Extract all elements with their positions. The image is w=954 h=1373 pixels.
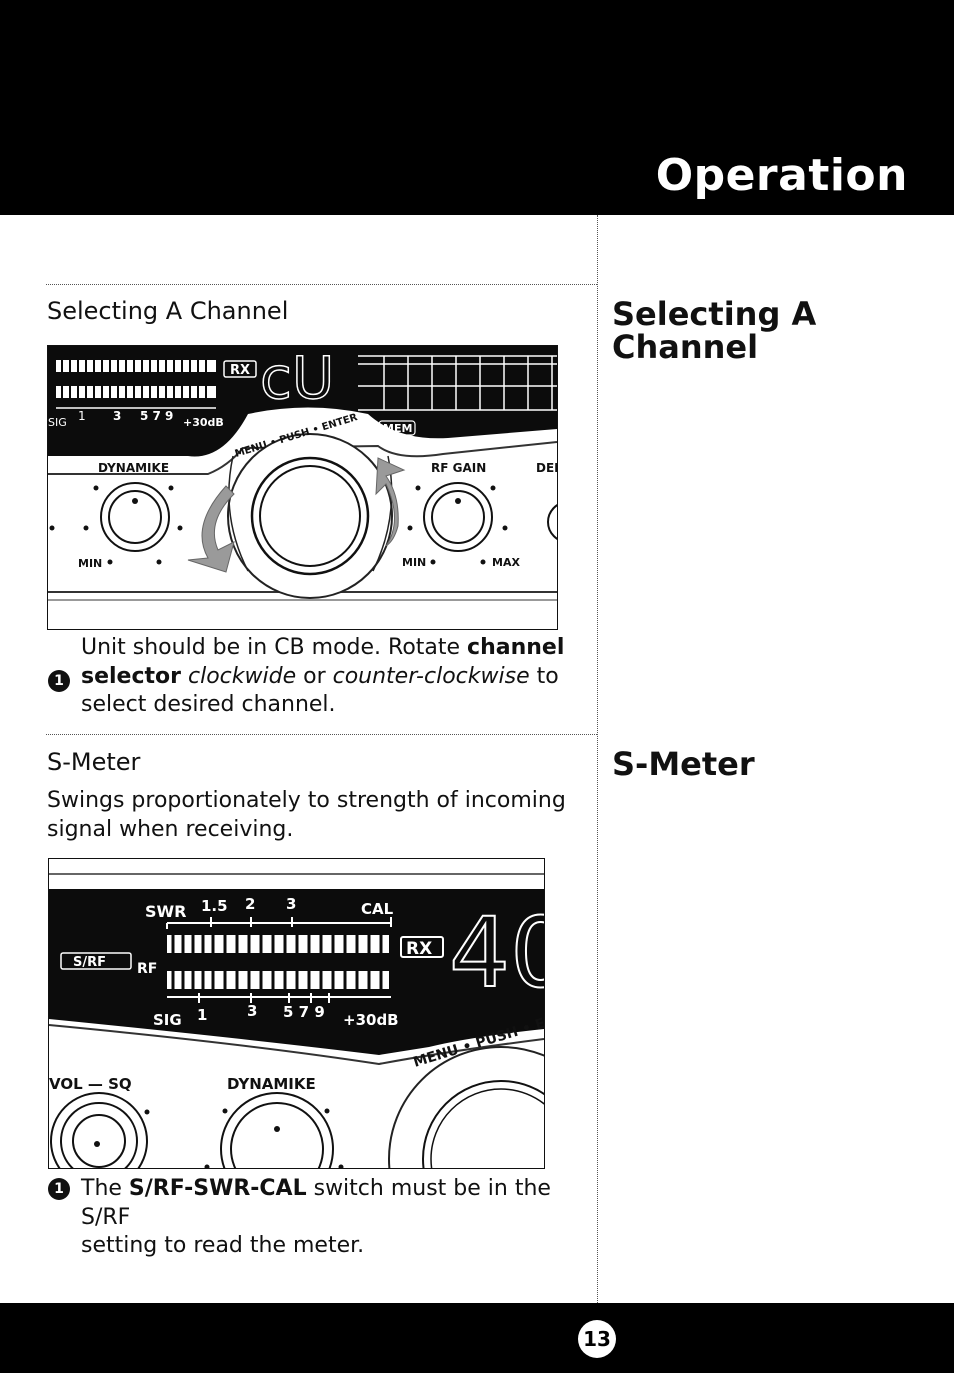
svg-text:RF: RF	[137, 961, 157, 977]
s-rf-switch-indicator	[60, 952, 132, 970]
channel-selector-illustration: SIG 1 3 5 7 9 +30dB RX cU MEM DYNAMIKE R…	[48, 346, 557, 601]
svg-text:5 7 9: 5 7 9	[283, 1003, 325, 1021]
rx-badge	[400, 936, 444, 958]
counter-clockwise-arrow-icon	[187, 485, 235, 573]
svg-text:DEL: DEL	[536, 461, 557, 475]
side-heading-selecting-channel: Selecting A Channel	[612, 295, 817, 366]
dynamike-label: DYNAMIKE	[227, 1075, 316, 1093]
sig-label: SIG	[153, 1011, 182, 1029]
page-number: 13	[578, 1320, 616, 1358]
channel-display: cU	[260, 346, 334, 412]
page-header: Operation	[0, 0, 954, 215]
meter-bars	[56, 360, 216, 409]
dynamike-knob	[220, 1092, 334, 1168]
svg-text:MIN: MIN	[402, 556, 426, 569]
svg-text:S/RF: S/RF	[73, 955, 106, 970]
sig-label: SIG	[48, 416, 67, 429]
channel-selector-knob	[388, 1046, 544, 1168]
s-meter-note: The S/RF-SWR-CAL switch must be in the S…	[81, 1176, 551, 1258]
section-heading-s-meter: S-Meter	[47, 748, 141, 776]
channel-selector-figure: SIG 1 3 5 7 9 +30dB RX cU MEM DYNAMIKE R…	[47, 345, 558, 630]
channel-display: 40	[449, 897, 544, 1009]
svg-text:MAX: MAX	[492, 556, 520, 569]
svg-text:RX: RX	[406, 939, 432, 959]
svg-text:3: 3	[286, 895, 296, 913]
channel-instructions: Unit should be in CB mode. Rotate channe…	[81, 635, 565, 717]
s-meter-illustration: SWR 1.5 2 3 CAL	[49, 873, 544, 1168]
channel-selector-knob	[227, 433, 393, 599]
svg-text:2: 2	[245, 895, 255, 913]
page-title: Operation	[655, 150, 908, 201]
rf-gain-label: RF GAIN	[431, 461, 486, 475]
mem-badge	[378, 420, 416, 436]
svg-text:1: 1	[197, 1006, 207, 1024]
svg-text:RX: RX	[230, 363, 250, 378]
swr-label: SWR	[145, 902, 187, 921]
svg-text:3: 3	[247, 1002, 257, 1020]
section-heading-selecting-channel: Selecting A Channel	[47, 297, 289, 325]
page-footer	[0, 1303, 954, 1373]
svg-text:1.5: 1.5	[201, 897, 228, 915]
s-meter-figure: SWR 1.5 2 3 CAL	[48, 858, 545, 1169]
cal-label: CAL	[361, 900, 394, 918]
svg-text:5 7 9: 5 7 9	[140, 409, 173, 423]
svg-text:3: 3	[113, 409, 121, 423]
vol-sq-label: VOL — SQ	[49, 1075, 132, 1093]
svg-text:+30dB: +30dB	[183, 416, 224, 429]
column-divider	[597, 215, 598, 1303]
display-grid	[358, 355, 557, 411]
step-number-badge: 1	[48, 1178, 70, 1200]
svg-text:+30dB: +30dB	[343, 1011, 399, 1029]
svg-text:1: 1	[78, 409, 86, 423]
side-heading-s-meter: S-Meter	[612, 745, 755, 783]
svg-text:MIN: MIN	[78, 557, 102, 570]
section-rule	[46, 734, 597, 735]
dynamike-label: DYNAMIKE	[98, 461, 169, 475]
svg-text:MEM: MEM	[383, 422, 412, 435]
rx-badge	[223, 360, 257, 378]
dynamike-knob	[100, 482, 170, 552]
s-meter-intro: Swings proportionately to strength of in…	[47, 788, 566, 842]
rf-gain-knob	[423, 482, 493, 552]
section-rule	[46, 284, 597, 285]
volume-squelch-knob	[50, 1092, 148, 1168]
clockwise-arrow-icon	[375, 457, 406, 547]
step-number-badge: 1	[48, 670, 70, 692]
